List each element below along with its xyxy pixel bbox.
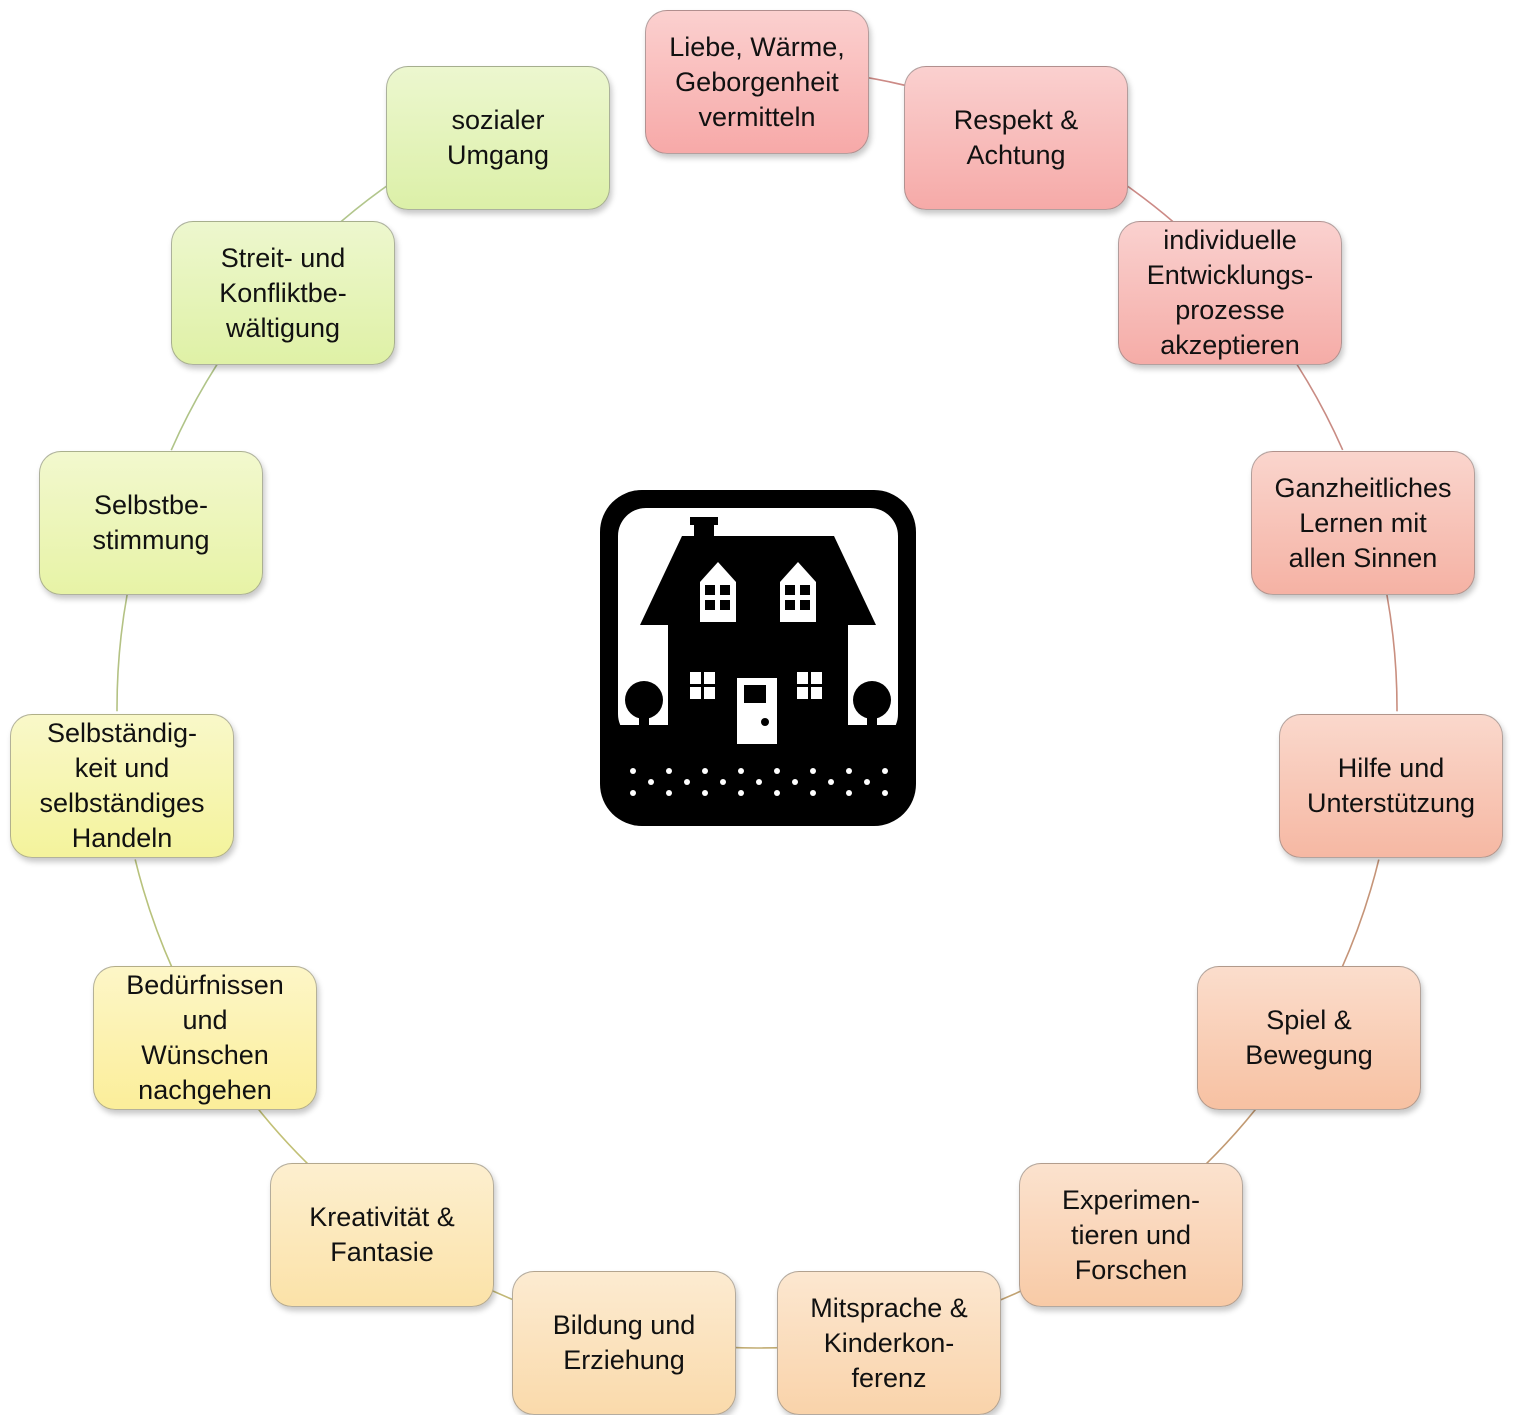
node-label: Spiel & Bewegung	[1245, 1005, 1373, 1070]
node-hilfe-unterstuetzung: Hilfe und Unterstützung	[1279, 714, 1503, 858]
connector-arc	[1340, 859, 1380, 971]
node-liebe-waerme-geborgenheit: Liebe, Wärme, Geborgenheit vermitteln	[645, 10, 869, 154]
node-label: Hilfe und Unterstützung	[1306, 753, 1476, 818]
node-beduerfnisse-wuensche: Bedürfnissen und Wünschen nachgehen	[93, 966, 317, 1110]
node-entwicklungsprozesse: individuelle Entwicklungs- prozesse akze…	[1118, 221, 1342, 365]
node-label: sozialer Umgang	[446, 105, 550, 170]
node-label: Experimen- tieren und Forschen	[1061, 1184, 1201, 1285]
node-mitsprache-kinderkonferenz: Mitsprache & Kinderkon- ferenz	[777, 1271, 1001, 1415]
connector-arc	[134, 859, 174, 971]
node-label: Kreativität & Fantasie	[309, 1202, 455, 1267]
node-bildung-erziehung: Bildung und Erziehung	[512, 1271, 736, 1415]
house-icon	[600, 490, 916, 826]
node-label: Selbständig- keit und selbständiges Hand…	[39, 718, 205, 853]
node-label: Bildung und Erziehung	[552, 1310, 696, 1375]
node-sozialer-umgang: sozialer Umgang	[386, 66, 610, 210]
node-label: Streit- und Konfliktbe- wältigung	[219, 242, 347, 343]
node-label: Mitsprache & Kinderkon- ferenz	[810, 1292, 968, 1393]
node-label: Ganzheitliches Lernen mit allen Sinnen	[1274, 472, 1452, 573]
node-experimentieren-forschen: Experimen- tieren und Forschen	[1019, 1163, 1243, 1307]
node-streit-konfliktbewaeltigung: Streit- und Konfliktbe- wältigung	[171, 221, 395, 365]
node-label: individuelle Entwicklungs- prozesse akze…	[1146, 225, 1314, 360]
connector-arc	[116, 593, 129, 712]
node-ganzheitliches-lernen: Ganzheitliches Lernen mit allen Sinnen	[1251, 451, 1475, 595]
node-label: Respekt & Achtung	[953, 105, 1079, 170]
node-kreativitaet-fantasie: Kreativität & Fantasie	[270, 1163, 494, 1307]
node-selbstaendigkeit: Selbständig- keit und selbständiges Hand…	[10, 714, 234, 858]
node-spiel-bewegung: Spiel & Bewegung	[1197, 966, 1421, 1110]
node-respekt-achtung: Respekt & Achtung	[904, 66, 1128, 210]
node-selbstbestimmung: Selbstbe- stimmung	[39, 451, 263, 595]
node-label: Liebe, Wärme, Geborgenheit vermitteln	[669, 31, 845, 132]
connector-arc	[1385, 593, 1398, 712]
node-label: Bedürfnissen und Wünschen nachgehen	[126, 970, 284, 1105]
node-label: Selbstbe- stimmung	[92, 490, 210, 555]
